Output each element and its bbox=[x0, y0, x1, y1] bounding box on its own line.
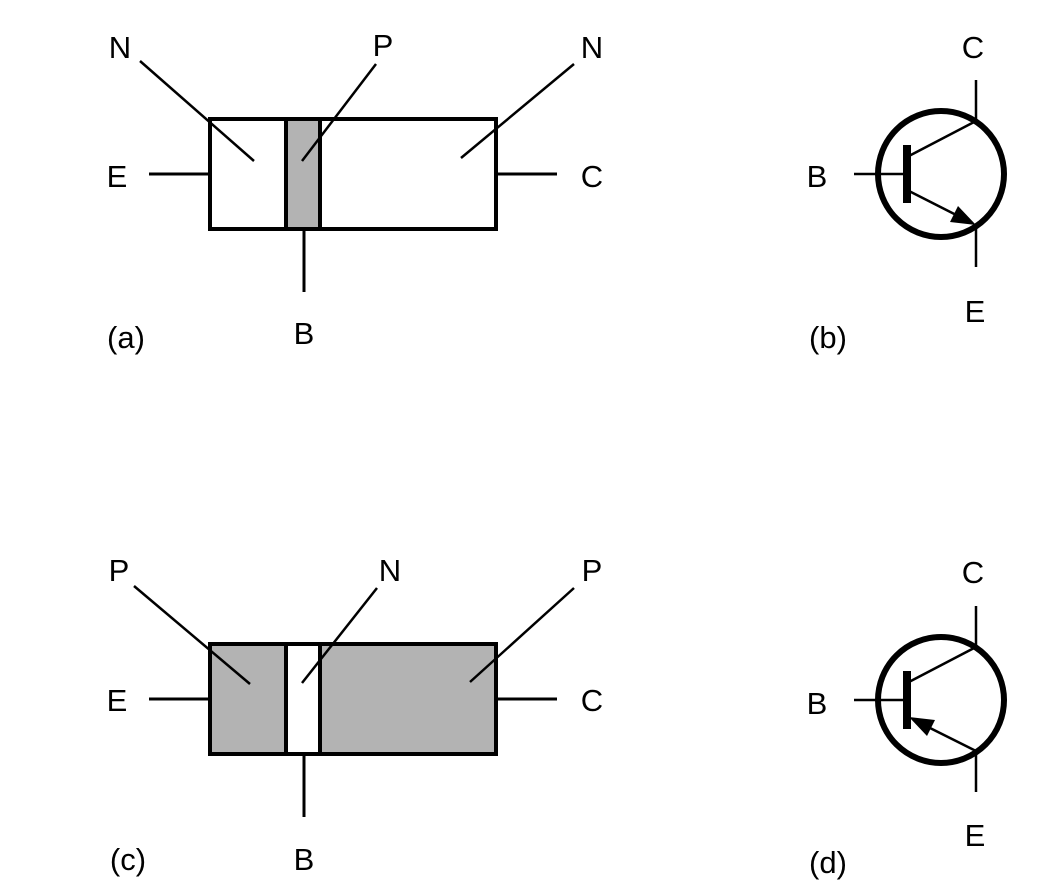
collector-label: C bbox=[581, 159, 603, 194]
npn-left-region bbox=[208, 117, 288, 231]
region-label-left: N bbox=[109, 30, 131, 65]
leader-line-right bbox=[460, 63, 575, 159]
panel-caption: (d) bbox=[809, 845, 847, 880]
region-label-right: P bbox=[582, 553, 603, 588]
npn-mid-region bbox=[284, 117, 322, 231]
region-label-mid: N bbox=[379, 553, 401, 588]
base-label: B bbox=[294, 842, 315, 877]
region-label-mid: P bbox=[373, 28, 394, 63]
collector-connection bbox=[906, 645, 977, 685]
emitter-connection bbox=[927, 725, 977, 753]
emitter-label: E bbox=[965, 818, 986, 853]
collector-connection bbox=[906, 119, 977, 159]
leader-line-left bbox=[139, 60, 255, 162]
base-label: B bbox=[807, 159, 828, 194]
region-label-right: N bbox=[581, 30, 603, 65]
panel-caption: (a) bbox=[107, 320, 145, 355]
panel-d-pnp-symbol: C B E (d) bbox=[807, 555, 1007, 880]
base-label: B bbox=[294, 316, 315, 351]
leader-line-mid bbox=[301, 587, 378, 684]
leader-line-left bbox=[133, 585, 251, 685]
panel-b-npn-symbol: C B E (b) bbox=[807, 30, 1007, 355]
emitter-label: E bbox=[965, 294, 986, 329]
region-label-left: P bbox=[109, 553, 130, 588]
collector-label: C bbox=[581, 683, 603, 718]
collector-label: C bbox=[962, 555, 984, 590]
emitter-label: E bbox=[107, 159, 128, 194]
emitter-label: E bbox=[107, 683, 128, 718]
leader-line-mid bbox=[301, 63, 377, 162]
npn-right-region bbox=[318, 117, 498, 231]
panel-c-pnp-structure: P N P E C B (c) bbox=[107, 553, 604, 877]
panel-a-npn-structure: N P N E C B (a) bbox=[107, 28, 604, 355]
emitter-arrow-icon bbox=[909, 717, 935, 736]
collector-label: C bbox=[962, 30, 984, 65]
panel-caption: (b) bbox=[809, 320, 847, 355]
leader-line-right bbox=[469, 587, 575, 683]
pnp-mid-region bbox=[284, 642, 322, 756]
panel-caption: (c) bbox=[110, 842, 146, 877]
pnp-right-region bbox=[318, 642, 498, 756]
emitter-arrow-icon bbox=[950, 206, 976, 225]
base-label: B bbox=[807, 686, 828, 721]
